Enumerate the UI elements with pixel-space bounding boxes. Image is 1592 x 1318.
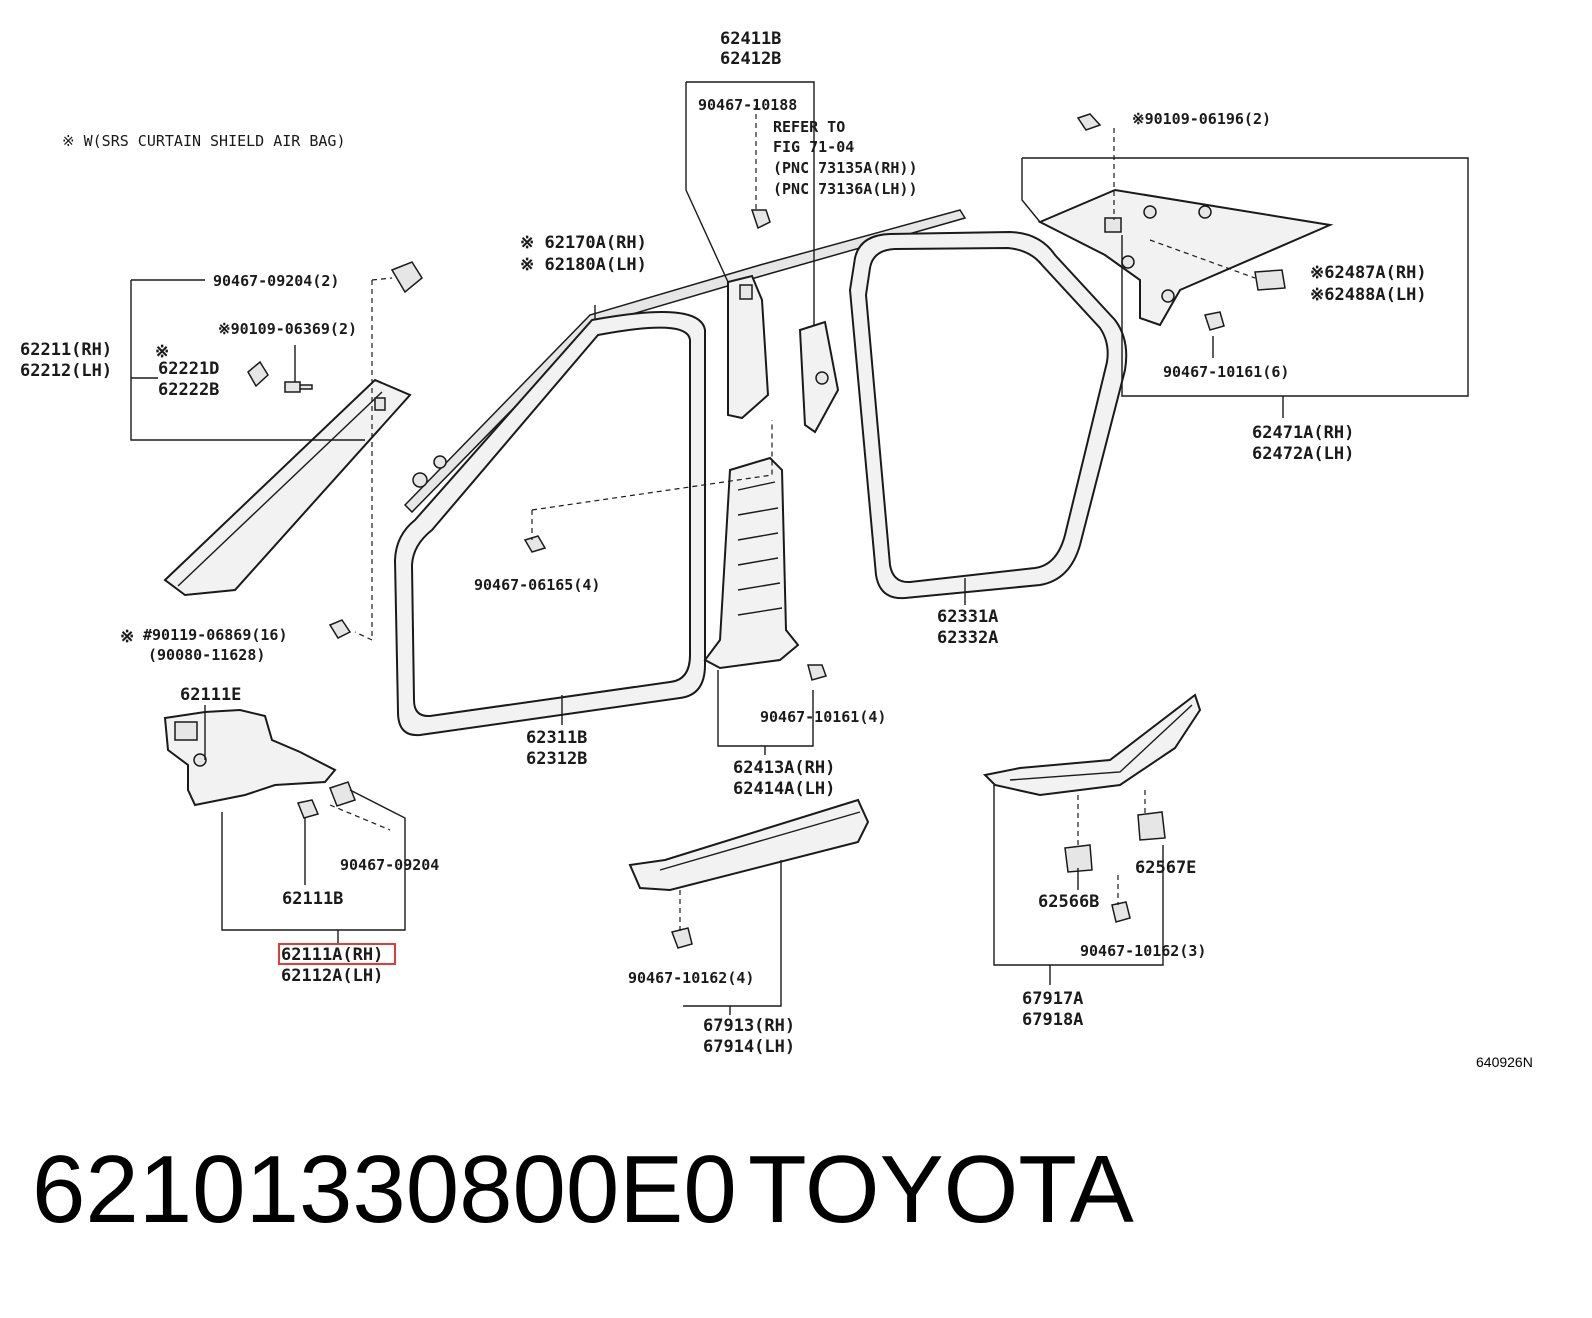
part-label-67913[interactable]: 67913(RH) [703,1016,795,1036]
part-label-90467-10188[interactable]: 90467-10188 [698,96,797,114]
part-label-67918a[interactable]: 67918A [1022,1010,1083,1030]
part-label-90467-10161-4[interactable]: 90467-10161(4) [760,708,886,726]
scuff-edge [659,811,861,871]
scuff-edge [1009,704,1193,781]
pillar-edge [177,391,383,587]
garnish-clip [1143,205,1157,219]
cowl-bracket [174,721,198,741]
clip-90467-06165 [523,535,547,553]
garnish-clip [1121,255,1135,269]
part-label-90467-10162-4[interactable]: 90467-10162(4) [628,969,754,987]
figure-code: 640926N [1476,1054,1533,1070]
part-label-90109-06196[interactable]: ※90109-06196(2) [1132,110,1271,128]
selected-part-highlight [278,943,396,965]
roof-side-rail [403,209,967,514]
bolt-90109-06369 [284,381,313,393]
part-label-67914[interactable]: 67914(LH) [703,1037,795,1057]
part-label-62222b[interactable]: 62222B [158,380,219,400]
center-pillar-upper-garnish [727,274,770,420]
clip-90467-09204 [329,781,356,807]
part-label-62331a[interactable]: 62331A [937,607,998,627]
front-pillar-garnish [163,378,412,597]
caption-brand: TOYOTA [748,1136,1134,1243]
clip-90467-10161-lower [807,664,827,681]
part-label-62111e[interactable]: 62111E [180,685,241,705]
part-label-90467-06165[interactable]: 90467-06165(4) [474,576,600,594]
part-label-62211[interactable]: 62211(RH) [20,340,112,360]
part-label-62471a[interactable]: 62471A(RH) [1252,423,1354,443]
refer-note-line4: (PNC 73136A(LH)) [773,180,918,198]
part-label-62111b[interactable]: 62111B [282,889,343,909]
part-label-90119-06869[interactable]: #90119-06869(16) [143,626,288,644]
clip-62566b [1064,844,1093,873]
clip-90467-10162-front [671,927,693,949]
part-label-62413a[interactable]: 62413A(RH) [733,758,835,778]
part-label-62567e[interactable]: 62567E [1135,858,1196,878]
part-label-62111a-selected[interactable]: 62111A(RH) [281,945,383,965]
part-label-62312b[interactable]: 62312B [526,749,587,769]
dashed-lines [329,105,1256,932]
front-door-opening-trim [393,311,706,737]
part-label-62311b[interactable]: 62311B [526,728,587,748]
clip-62567e [1137,811,1166,841]
part-label-90467-10162-3[interactable]: 90467-10162(3) [1080,942,1206,960]
clip-62111e [193,753,207,767]
part-label-90467-09204[interactable]: 90467-09204 [340,856,439,874]
srs-mark-2: ※ [120,627,134,647]
bolt-90109-06196 [1076,113,1102,131]
srs-mark: ※ [155,342,169,362]
caption-part-number: 62101330800E0 [32,1136,737,1243]
bolt-90119-06869 [328,619,352,639]
pillar-ribs [737,481,783,616]
part-label-90467-09204-2[interactable]: 90467-09204(2) [213,272,339,290]
rear-scuff-plate [982,693,1202,797]
part-label-67917a[interactable]: 67917A [1022,989,1083,1009]
garnish-clip [1198,205,1212,219]
part-label-62112a[interactable]: 62112A(LH) [281,966,383,986]
part-label-62472a[interactable]: 62472A(LH) [1252,444,1354,464]
pillar-clip [739,284,753,300]
part-label-62411b[interactable]: 62411B [720,29,781,49]
cover-62487a [1254,269,1286,291]
part-label-62488a[interactable]: ※62488A(LH) [1310,285,1427,305]
part-label-90467-10161-6[interactable]: 90467-10161(6) [1163,363,1289,381]
clip-90467-10188 [750,209,771,230]
airbag-note: ※ W(SRS CURTAIN SHIELD AIR BAG) [62,132,346,150]
pillar-clip [374,397,386,411]
part-label-62487a[interactable]: ※62487A(RH) [1310,263,1427,283]
part-label-90109-06369[interactable]: ※90109-06369(2) [218,320,357,338]
part-label-62180a[interactable]: ※ 62180A(LH) [520,255,647,275]
refer-note-line2: FIG 71-04 [773,138,854,156]
part-label-62221d[interactable]: 62221D [158,359,219,379]
part-label-62332a[interactable]: 62332A [937,628,998,648]
cowl-side-trim [163,708,337,807]
part-label-90080-11628[interactable]: (90080-11628) [148,646,265,664]
part-label-62170a[interactable]: ※ 62170A(RH) [520,233,647,253]
front-scuff-plate [628,798,870,892]
leader-lines [130,81,1469,1015]
garnish-clip [1161,289,1175,303]
clip-90467-10161-upper [1204,311,1225,331]
rear-door-opening-trim [848,230,1128,600]
rail-clip [433,455,447,469]
part-label-62212[interactable]: 62212(LH) [20,361,112,381]
clip-62111b [296,799,320,819]
refer-note-line3: (PNC 73135A(RH)) [773,159,918,177]
rail-clip [412,472,428,488]
belt-anchor [815,371,829,385]
garnish-clip [1104,217,1122,233]
part-label-62566b[interactable]: 62566B [1038,892,1099,912]
clip-90467-09204-top [390,261,423,294]
clip-62221d [247,360,269,388]
part-label-62414a[interactable]: 62414A(LH) [733,779,835,799]
clip-90467-10162-rear [1111,901,1131,923]
refer-note-line1: REFER TO [773,118,845,136]
part-label-62412b[interactable]: 62412B [720,49,781,69]
